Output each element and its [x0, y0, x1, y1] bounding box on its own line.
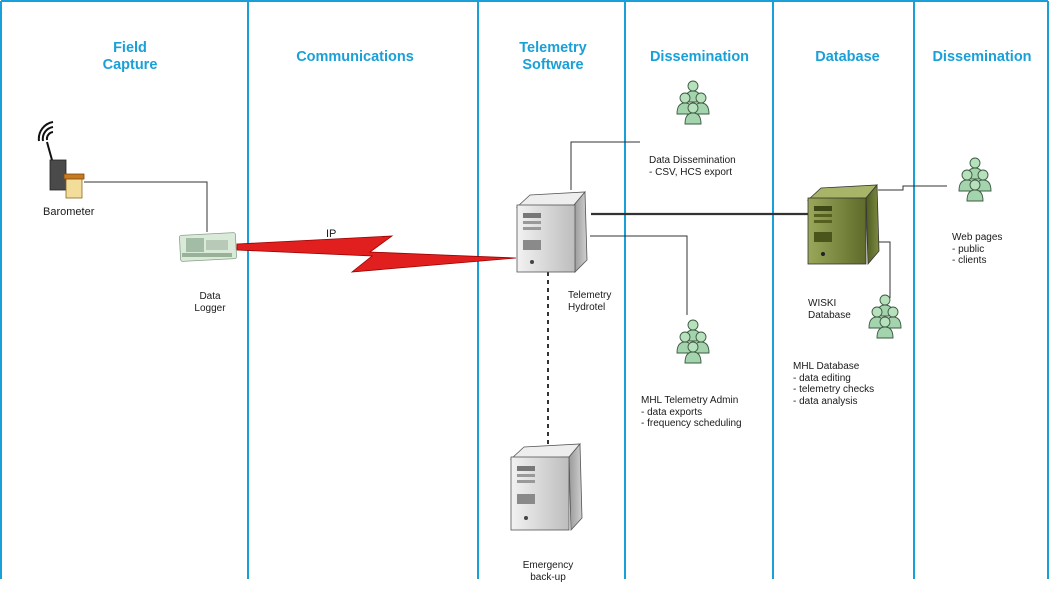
column-title-database: Database — [815, 49, 880, 65]
server-to-dissemination-line — [570, 141, 640, 190]
database-server-icon — [806, 183, 880, 266]
telemetry-admin-label: MHL Telemetry Admin- data exports- frequ… — [641, 395, 742, 429]
data-logger-icon — [179, 232, 237, 262]
barometer-icon — [49, 159, 85, 199]
antenna-icon — [37, 121, 54, 161]
connection-lines — [84, 141, 947, 447]
server-icon — [509, 442, 583, 531]
lightning-icon — [236, 235, 517, 273]
mhl-database-label: MHL Database- data editing- telemetry ch… — [793, 361, 875, 407]
column-title-dissemination-web: Dissemination — [932, 49, 1032, 65]
server-icon — [515, 190, 588, 273]
data-dissemination-label: Data Dissemination- CSV, HCS export — [649, 155, 736, 178]
user-group-icon — [677, 320, 709, 363]
diagram-canvas — [0, 0, 1049, 579]
database-to-web-line — [878, 185, 947, 191]
column-title-communications: Communications — [296, 49, 414, 65]
user-group-icon — [869, 295, 901, 338]
column-title-dissemination: Dissemination — [649, 49, 750, 65]
barometer-label: Barometer — [43, 206, 95, 218]
barometer-to-logger-line — [84, 181, 208, 232]
ip-link-label: IP — [326, 228, 337, 240]
database-to-mhl-line — [878, 241, 891, 298]
user-group-icon — [959, 158, 991, 201]
user-group-icon — [677, 81, 709, 124]
column-frame — [0, 0, 1049, 579]
server-to-admin-line — [590, 235, 688, 315]
web-pages-label: Web pages- public- clients — [952, 232, 1003, 266]
